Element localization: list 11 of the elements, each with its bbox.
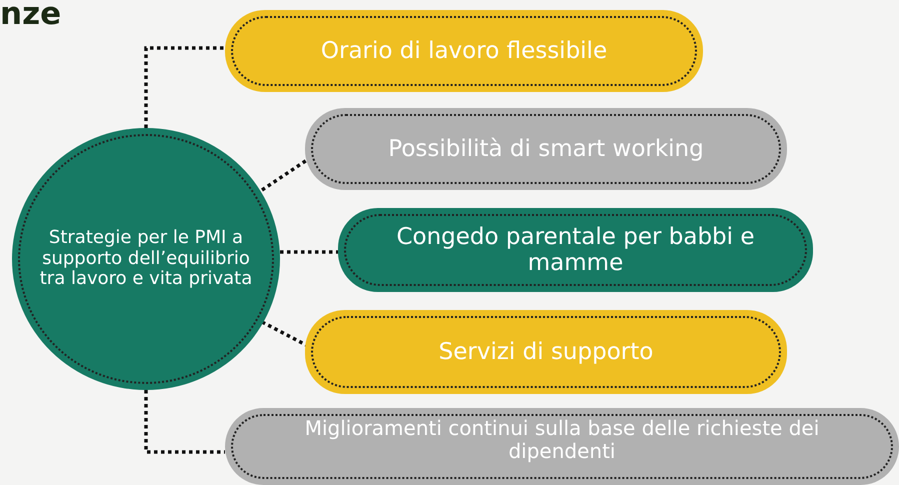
node-text: Servizi di supporto [438, 338, 654, 366]
strategy-pill [225, 408, 899, 485]
node-text: Possibilità di smart working [387, 136, 705, 162]
dotted-connector [280, 250, 338, 254]
dotted-connector [144, 46, 225, 128]
dotted-connector [144, 390, 225, 454]
node-text: Congedo parentale per babbi e mamme [395, 224, 756, 276]
node-text: Strategie per le PMI a supporto dell’equilibrio tra lavoro e vita privata [38, 228, 254, 290]
node-text: Orario di lavoro flessibile [320, 38, 608, 64]
heading: nze [0, 0, 62, 32]
node-text: Miglioramenti continui sulla base delle richieste dei dipendenti [304, 416, 820, 462]
